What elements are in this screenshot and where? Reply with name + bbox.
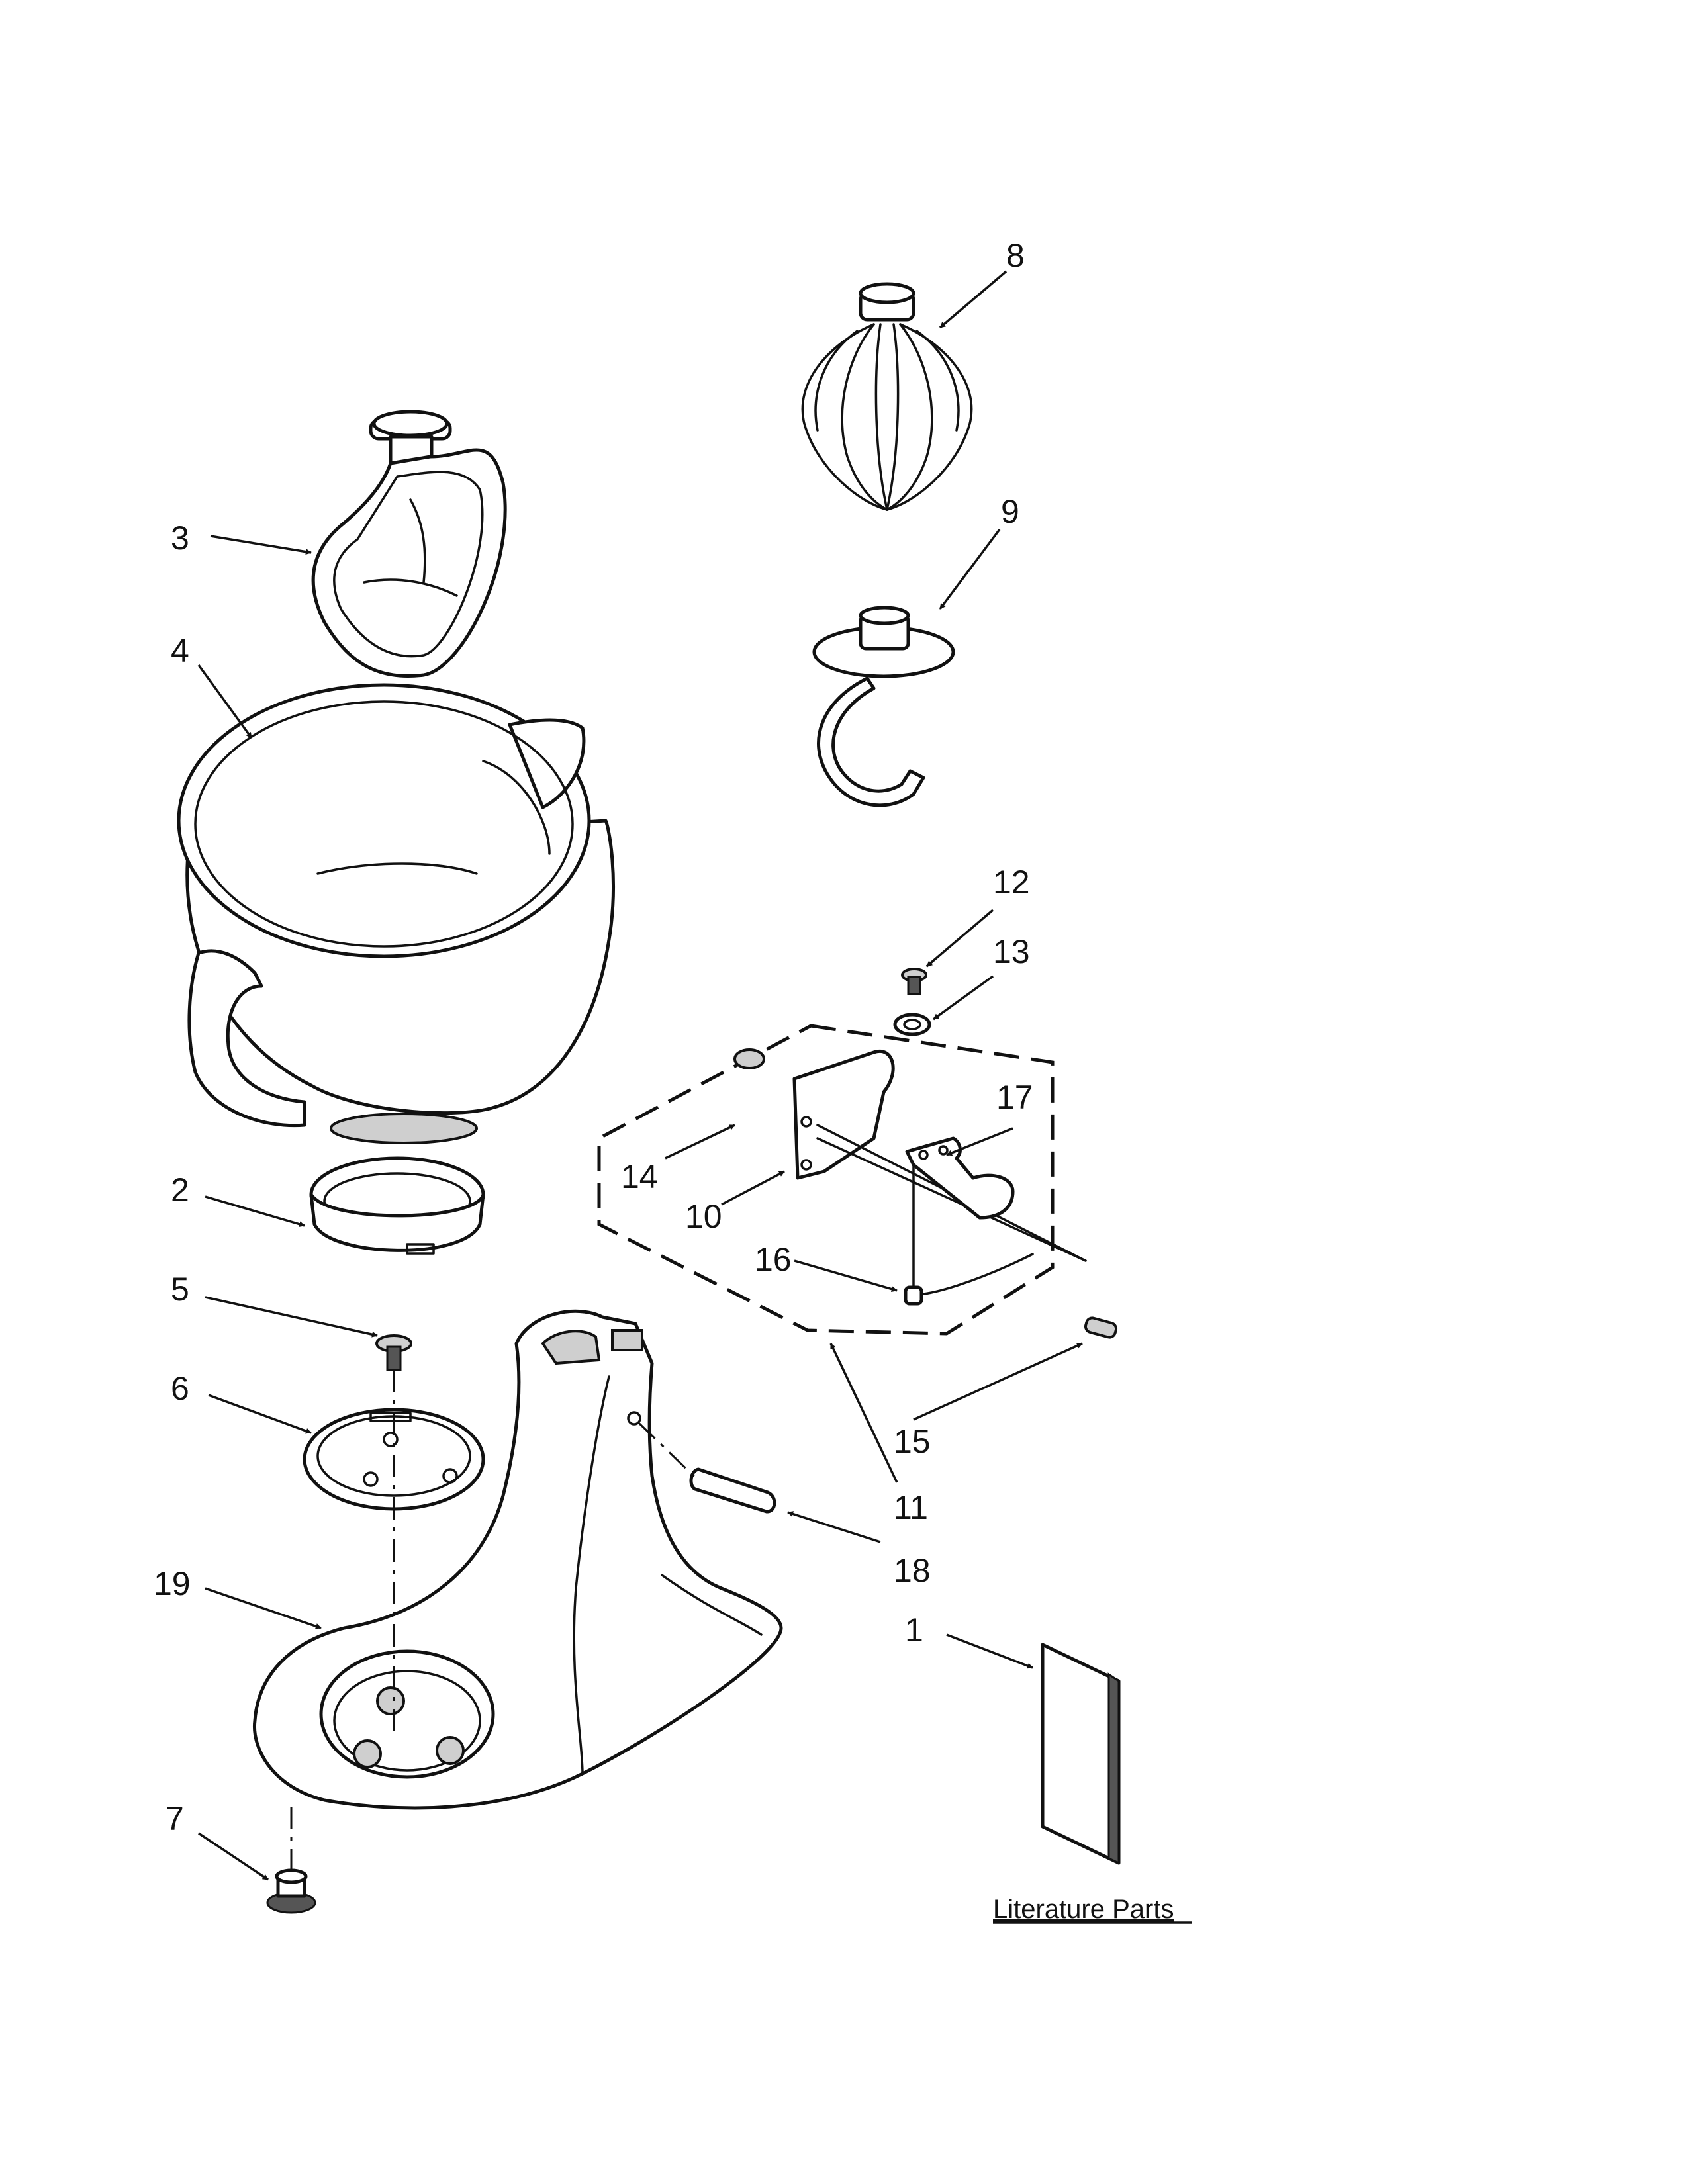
callout-6: 6 [171,1370,189,1407]
foot-part [266,1868,316,1914]
callout-13: 13 [993,933,1030,970]
leader-10 [721,1170,785,1206]
bowl-clamp-part [309,1156,485,1255]
leader-4 [197,664,253,739]
leader-19 [205,1587,322,1629]
callout-19: 19 [154,1565,191,1602]
leader-1 [946,1633,1033,1669]
literature-parts-label: Literature Parts [993,1895,1174,1924]
dough-hook-part [812,606,955,807]
leader-14 [665,1124,735,1160]
washer-part [893,1013,931,1036]
callout-14: 14 [621,1158,658,1195]
leader-7 [198,1832,269,1881]
leader-6 [208,1394,312,1434]
leader-16 [794,1259,898,1293]
leader-5 [205,1296,378,1338]
callout-9: 9 [1001,493,1019,530]
literature-booklet-part [1041,1643,1121,1865]
pedestal-part [252,1309,783,1810]
callout-15: 15 [894,1423,931,1460]
callout-12: 12 [993,864,1030,901]
bowl-part [177,683,615,1144]
leader-11 [829,1343,898,1483]
leader-2 [205,1195,305,1228]
hinge-pin-part [689,1467,776,1514]
leader-17 [946,1127,1013,1156]
wire-whip-part [801,282,973,511]
leader-15 [913,1342,1083,1421]
callout-18: 18 [894,1552,931,1589]
leader-13 [932,975,994,1021]
callout-5: 5 [171,1271,189,1308]
leader-3 [210,535,312,555]
screw-part [375,1334,412,1371]
leader-18 [787,1511,881,1543]
leader-12 [925,909,994,968]
callout-7: 7 [165,1800,184,1837]
callout-17: 17 [996,1079,1033,1116]
leader-8 [939,270,1008,329]
centerline-pin [637,1422,696,1479]
callout-1: 1 [905,1612,923,1649]
callout-16: 16 [755,1241,792,1278]
leader-9 [939,528,1001,610]
hinge-assembly-group [597,1024,1087,1336]
pin-part [1084,1316,1118,1339]
callout-8: 8 [1006,237,1025,274]
callout-10: 10 [685,1198,722,1235]
callout-2: 2 [171,1171,189,1208]
flat-beater-part [311,410,507,678]
callout-11: 11 [894,1489,928,1526]
callout-3: 3 [171,520,189,557]
callout-4: 4 [171,632,189,669]
hinge-screw-part [901,968,927,995]
